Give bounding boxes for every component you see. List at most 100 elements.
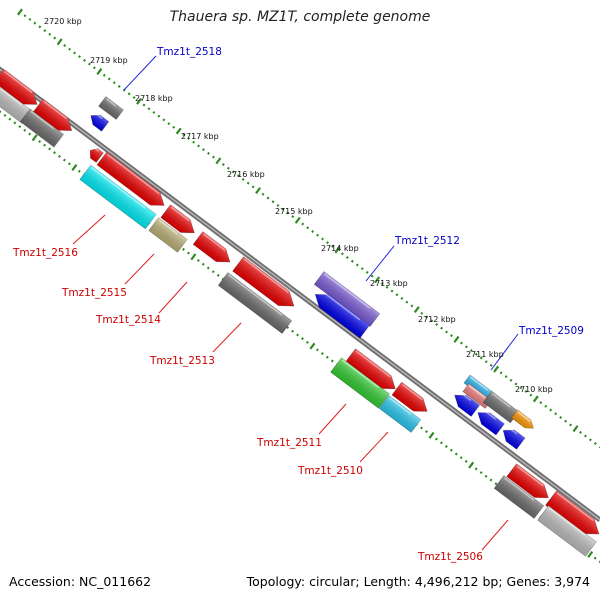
scale-tick (58, 154, 61, 158)
scale-label-2714: 2714 kbp (321, 244, 359, 253)
scale-tick (309, 342, 316, 350)
scale-tick (360, 267, 364, 271)
scale-tick (53, 151, 56, 155)
scale-tick (48, 32, 52, 36)
gene-features (0, 68, 600, 557)
scale-tick (8, 117, 12, 121)
scale-tick (294, 216, 301, 224)
scale-tick (301, 337, 304, 341)
scale-tick (306, 226, 310, 230)
scale-tick (162, 118, 166, 122)
gene-arrow[interactable] (506, 463, 553, 504)
gene-arrow[interactable] (510, 409, 536, 432)
scale-tick (440, 326, 444, 330)
scale-tick (484, 474, 488, 478)
scale-tick (420, 311, 424, 315)
gene-arrow-tmz1t-2514[interactable] (192, 231, 235, 269)
gene-arrow-tmz1t-2513[interactable] (217, 272, 293, 334)
gene-arrow-tmz1t-2509[interactable] (463, 374, 495, 402)
gene-label-tmz1t-2506[interactable]: Tmz1t_2506 (417, 551, 483, 563)
scale-ticks (0, 8, 600, 564)
scale-tick (112, 81, 116, 85)
topology-summary: Topology: circular; Length: 4,496,212 bp… (246, 574, 590, 589)
page-title: Thauera sp. MZ1T, complete genome (169, 9, 431, 25)
gene-arrow[interactable] (493, 475, 545, 519)
scale-label-2711: 2711 kbp (466, 350, 504, 359)
gene-arrow[interactable] (499, 425, 526, 450)
scale-tick (67, 162, 71, 166)
scale-tick (221, 163, 225, 166)
label-leaders (72, 55, 519, 551)
scale-tick (73, 51, 77, 55)
gene-label-tmz1t-2514[interactable]: Tmz1t_2514 (95, 314, 161, 326)
gene-arrow[interactable] (345, 348, 400, 395)
scale-tick (459, 341, 463, 345)
gene-arrow[interactable] (96, 151, 169, 212)
scale-tick (572, 425, 579, 433)
gene-arrow[interactable] (545, 490, 600, 541)
gene-arrow[interactable] (310, 288, 370, 339)
leader-line (481, 519, 509, 551)
scale-tick (583, 434, 587, 438)
gene-label-tmz1t-2512[interactable]: Tmz1t_2512 (394, 235, 460, 247)
gene-arrow-tmz1t-2510[interactable] (378, 395, 422, 433)
scale-tick (87, 62, 91, 66)
scale-tick (474, 467, 478, 471)
gene-label-tmz1t-2509[interactable]: Tmz1t_2509 (518, 325, 584, 337)
gene-arrow[interactable] (87, 111, 110, 132)
scale-tick (468, 461, 475, 469)
scale-tick (325, 355, 329, 359)
gene-label-tmz1t-2513[interactable]: Tmz1t_2513 (149, 355, 215, 367)
gene-arrow[interactable] (0, 68, 42, 111)
gene-label-tmz1t-2510[interactable]: Tmz1t_2510 (297, 465, 363, 477)
scale-tick (83, 58, 86, 62)
scale-tick (186, 251, 190, 255)
gene-arrow[interactable] (87, 146, 104, 163)
gene-arrow-tmz1t-2511[interactable] (330, 357, 390, 409)
gene-arrow-tmz1t-2518[interactable] (98, 96, 124, 120)
scale-tick (92, 66, 96, 70)
leader-line (365, 245, 395, 282)
scale-tick (157, 114, 161, 118)
gene-arrow-tmz1t-2516[interactable] (79, 164, 157, 230)
scale-tick (385, 285, 389, 289)
gene-arrow[interactable] (0, 86, 33, 124)
gene-arrow[interactable] (232, 256, 300, 314)
scale-tick (271, 200, 275, 204)
scale-tick (291, 329, 295, 333)
scale-tick (464, 459, 468, 463)
gene-arrow-tmz1t-2512[interactable] (313, 271, 381, 327)
leader-line (359, 431, 389, 463)
scale-tick (0, 110, 2, 114)
scale-tick (454, 452, 458, 456)
scale-tick (579, 430, 582, 434)
gene-arrow[interactable] (391, 381, 432, 418)
scale-tick (345, 256, 349, 259)
gene-label-tmz1t-2511[interactable]: Tmz1t_2511 (256, 437, 322, 449)
scale-tick (291, 215, 295, 219)
scale-tick (68, 47, 72, 51)
gene-arrow-tmz1t-2506[interactable] (537, 505, 597, 557)
scale-tick (444, 445, 448, 448)
scale-tick (315, 348, 319, 352)
gene-arrow[interactable] (450, 390, 481, 417)
backbone (0, 66, 600, 522)
gene-arrow[interactable] (19, 108, 65, 148)
scale-tick (192, 140, 196, 144)
gene-arrow[interactable] (482, 390, 520, 424)
leader-line (72, 214, 106, 245)
gene-label-tmz1t-2518[interactable]: Tmz1t_2518 (156, 46, 222, 58)
scale-tick (380, 282, 384, 286)
scale-tick (38, 25, 42, 29)
scale-tick (504, 375, 508, 379)
gene-arrow[interactable] (474, 407, 505, 436)
gene-arrow[interactable] (32, 98, 76, 137)
leader-line (123, 55, 157, 91)
gene-label-tmz1t-2516[interactable]: Tmz1t_2516 (12, 247, 78, 259)
scale-tick (152, 110, 156, 114)
gene-arrow-tmz1t-2515[interactable] (148, 217, 188, 253)
gene-label-tmz1t-2515[interactable]: Tmz1t_2515 (61, 287, 127, 299)
scale-tick (53, 36, 57, 40)
scale-tick (206, 266, 210, 270)
gene-arrow[interactable] (160, 204, 199, 239)
